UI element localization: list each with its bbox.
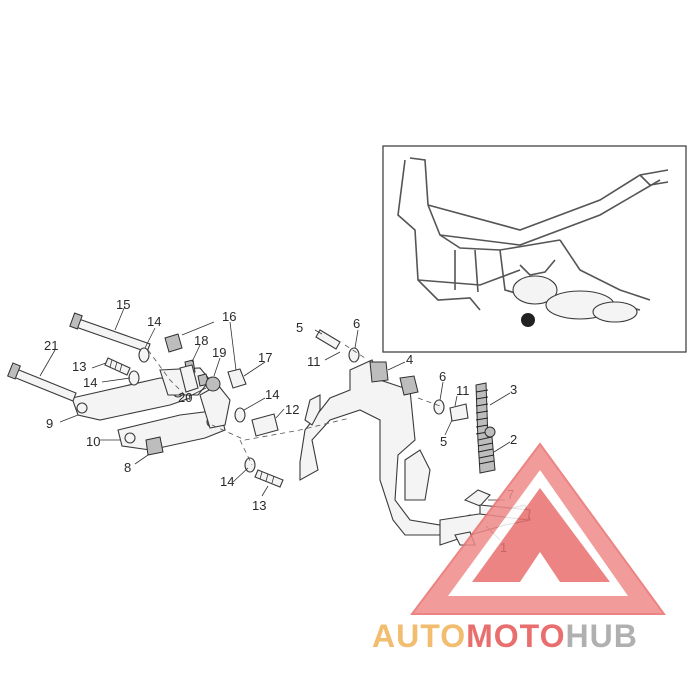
highlight-marker-icon [521,313,535,327]
watermark-logo-icon [409,442,666,615]
callout-label: 5 [440,434,447,449]
watermark-hub: HUB [565,618,638,654]
callout-label: 11 [307,354,321,369]
frame-illustration [397,157,669,327]
callout-label: 11 [456,383,470,398]
watermark-auto: AUTO [372,618,467,654]
callout-label: 2 [510,432,517,447]
callout-label: 8 [124,460,131,475]
callout-label: 14 [147,314,161,329]
callout-label: 14 [265,387,279,402]
callout-label: 6 [353,316,360,331]
callout-label: 17 [258,350,272,365]
callout-label: 5 [296,320,303,335]
callout-label: 10 [86,434,100,449]
callout-label: 15 [116,297,130,312]
callout-label: 13 [72,359,86,374]
callout-label: 6 [439,369,446,384]
callout-label: 4 [406,352,413,367]
callout-label: 9 [46,416,53,431]
callout-label: 20 [178,390,192,405]
callout-label: 18 [194,333,208,348]
watermark-moto: MOTO [466,618,566,654]
callout-label: 14 [220,474,234,489]
frame-inset [382,145,687,353]
callout-labels: 1 2 3 4 5 5 6 6 7 8 9 10 11 11 12 13 13 … [44,297,517,555]
callout-label: 16 [222,309,236,324]
callout-label: 13 [252,498,266,513]
alignment-lines [147,344,441,466]
springs [475,382,496,474]
callout-label: 12 [285,402,299,417]
watermark-text: AUTOMOTOHUB [372,616,638,656]
callout-label: 21 [44,338,58,353]
callout-label: 19 [212,345,226,360]
leader-lines [39,305,511,541]
callout-label: 3 [510,382,517,397]
callout-label: 14 [83,375,97,390]
